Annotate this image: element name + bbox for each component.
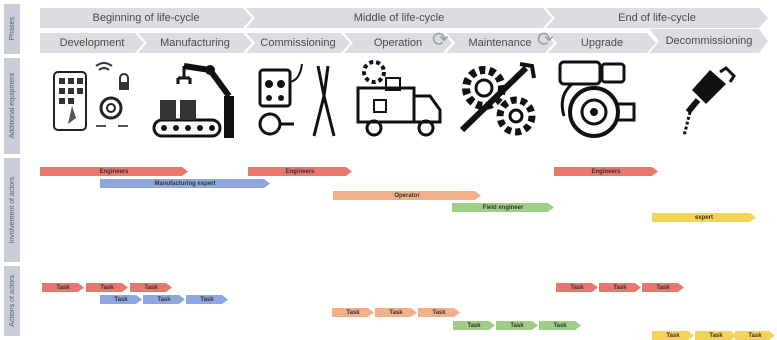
side-label-actions: Actions of actors (4, 266, 20, 336)
gears-wrench-icon (459, 62, 536, 136)
task-arrow: Task (453, 321, 495, 330)
phase-beginning: Beginning of life-cycle (40, 8, 252, 28)
stage-upgrade: Upgrade (548, 33, 656, 53)
stage-maintenance: Maintenance (446, 33, 554, 53)
delivery-truck-icon (356, 60, 442, 137)
actor-bar-field-engineer: Field engineer (452, 203, 554, 212)
task-arrow: Task (599, 283, 641, 292)
task-arrow: Task (130, 283, 172, 292)
turbocharger-icon (558, 60, 636, 138)
task-arrow: Task (642, 283, 684, 292)
actor-bar-expert: expert (652, 213, 756, 222)
side-label-phases: Phases (4, 4, 20, 54)
stage-manufacturing: Manufacturing (138, 33, 252, 53)
cycle-arrows-icon: ⟳ (537, 29, 554, 51)
actor-bar-engineers: Engineers (248, 167, 352, 176)
actor-bar-manufacturing-expert: Manufacturing expert (100, 179, 270, 188)
task-arrow: Task (332, 308, 374, 317)
task-arrow: Task (186, 295, 228, 304)
side-label-equipment: Additional equipment (4, 58, 20, 154)
cycle-arrows-icon: ⟳ (432, 29, 449, 51)
actor-bar-engineers: Engineers (40, 167, 188, 176)
phase-middle: Middle of life-cycle (246, 8, 552, 28)
task-arrow: Task (100, 295, 142, 304)
task-arrow: Task (735, 331, 775, 340)
actor-bar-engineers: Engineers (554, 167, 658, 176)
stage-development: Development (40, 33, 144, 53)
task-arrow: Task (496, 321, 538, 330)
task-arrow: Task (652, 331, 694, 340)
stage-commissioning: Commissioning (246, 33, 350, 53)
task-arrow: Task (42, 283, 84, 292)
task-arrow: Task (556, 283, 598, 292)
task-arrow: Task (375, 308, 417, 317)
task-arrow: Task (86, 283, 128, 292)
task-arrow: Task (695, 331, 737, 340)
hammer-drill-icon (682, 66, 736, 137)
smartphone-gear-icon (53, 62, 129, 131)
task-arrow: Task (418, 308, 460, 317)
task-arrow: Task (539, 321, 581, 330)
multimeter-pliers-icon (258, 63, 336, 137)
actor-bar-operator: Operator (333, 191, 481, 200)
stage-decommissioning: Decommissioning (650, 29, 768, 53)
task-arrow: Task (143, 295, 185, 304)
side-label-factors: Involvement of actors (4, 158, 20, 262)
phase-end: End of life-cycle (546, 8, 768, 28)
robot-arm-conveyor-icon (152, 63, 234, 138)
stage-operation: Operation (344, 33, 452, 53)
